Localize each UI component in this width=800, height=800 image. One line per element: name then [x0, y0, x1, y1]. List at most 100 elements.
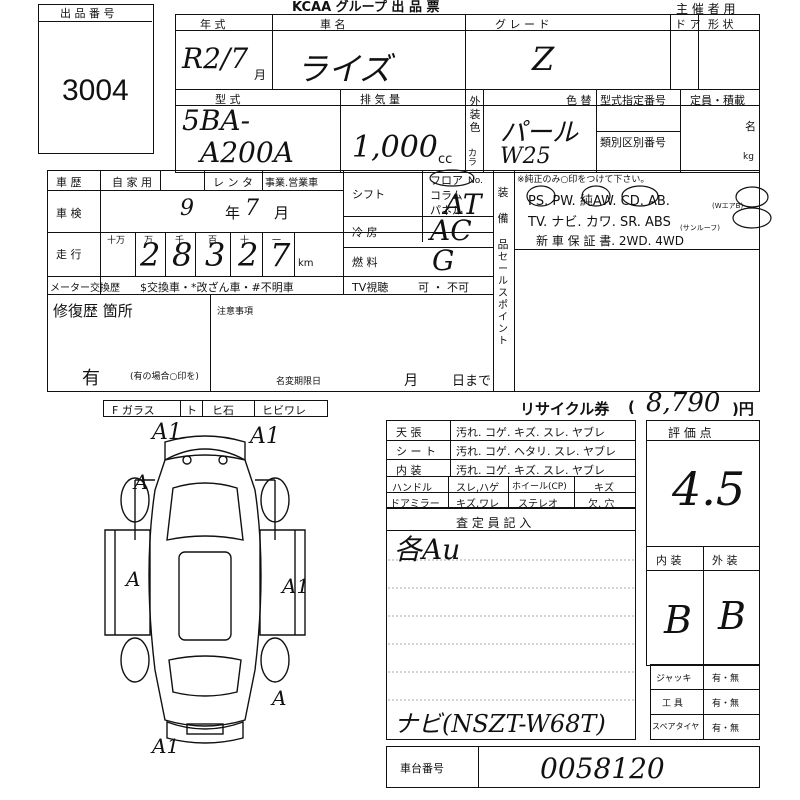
color-value: パール — [500, 118, 579, 148]
exterior-label: 外 装 — [712, 554, 738, 567]
damage-mark-2: A1 — [250, 424, 280, 449]
tool-label: 工 具 — [662, 699, 683, 709]
inspector-box — [386, 508, 636, 740]
color-code-label: カラーNo. — [468, 149, 483, 186]
door-label: ド ア — [675, 18, 701, 31]
equipment-label: 装備品 — [497, 186, 509, 251]
lot-number: 3004 — [62, 74, 129, 107]
inspector-lines — [388, 559, 634, 701]
glass-crack-label: ヒビワレ — [262, 404, 306, 417]
jack-label: ジャッキ — [656, 674, 692, 684]
inspection-month-unit: 月 — [274, 204, 290, 222]
wheel-label: ホイール(CP) — [512, 482, 567, 492]
inspector-note-1: 各Au — [394, 533, 461, 566]
damage-mark-5: A1 — [282, 574, 310, 598]
glass-box — [103, 400, 328, 417]
tv-value: 可 ・ 不可 — [418, 281, 469, 294]
grade-label: グ レ ー ド — [495, 18, 550, 31]
mileage-digit-1: 7 — [270, 236, 291, 274]
repair-value: 有 — [82, 368, 100, 389]
capacity-name-unit: 名 — [745, 120, 756, 133]
repair-note: (有の場合○印を) — [130, 372, 199, 382]
recycle-label: リサイクル券 — [520, 400, 610, 418]
header-org: KCAA グループ 出 品 票 — [292, 0, 440, 15]
f-glass-label: F ガラス — [112, 404, 155, 417]
name-label: 車 名 — [320, 18, 346, 31]
color-code-value: W25 — [500, 144, 551, 169]
mirror-text: キズ,ワレ — [456, 499, 500, 510]
inspection-month: 7 — [245, 196, 259, 221]
mileage-unit-10: 十 — [240, 236, 250, 246]
shape-label: 形 状 — [708, 18, 734, 31]
damage-mark-7: A1 — [152, 734, 180, 758]
cond-label-seat: シ ー ト — [396, 445, 436, 458]
score-label: 評 価 点 — [668, 426, 712, 440]
damage-mark-4: A — [126, 567, 141, 591]
cc-unit: cc — [438, 152, 453, 167]
model-value-1: 5BA- — [182, 104, 251, 137]
recycle-unit: )円 — [732, 400, 754, 418]
year-label: 年 式 — [200, 18, 226, 31]
score-value: 4.5 — [672, 462, 746, 516]
equipment-row1-small: (WエアB) — [712, 202, 744, 210]
accessory-box — [650, 664, 760, 740]
history-box — [47, 170, 760, 392]
shift-label: シフト — [352, 188, 385, 201]
equipment-row2: TV. ナビ. カワ. SR. ABS — [528, 215, 671, 230]
damage-mark-3: A — [134, 470, 149, 494]
exterior-color-label: 外装色 — [469, 95, 481, 134]
model-value-2: A200A — [200, 136, 294, 169]
cond-text-ceiling: 汚れ. コゲ. キズ. スレ. ヤブレ — [456, 426, 605, 439]
classification-label: 類別区別番号 — [600, 136, 666, 149]
name-change-day: 日まで — [452, 374, 492, 389]
mirror-label: ドアミラー — [390, 499, 440, 510]
inspection-year-unit: 年 — [225, 204, 241, 222]
name-value: ライズ — [296, 50, 392, 88]
mileage-unit-1: 一 — [272, 236, 282, 246]
private-label: 自 家 用 — [112, 176, 152, 189]
shift-value: AT — [444, 188, 482, 221]
year-value: R2/7 — [182, 42, 249, 75]
mileage-label: 走 行 — [56, 248, 82, 261]
model-label: 型 式 — [215, 93, 241, 106]
car-diagram — [104, 435, 306, 744]
rental-label: レ ン タ — [213, 176, 253, 189]
damage-mark-1: A1 — [152, 420, 182, 445]
lot-number-label: 出 品 番 号 — [60, 7, 115, 20]
chassis-label: 車台番号 — [400, 762, 444, 775]
caution-label: 注意事項 — [217, 307, 254, 317]
interior-label: 内 装 — [656, 554, 682, 567]
mileage-unit-10k: 万 — [144, 236, 154, 246]
mileage-unit-100k: 十万 — [107, 236, 126, 246]
glass-to-label: ト — [186, 404, 197, 417]
cond-text-interior: 汚れ. コゲ. キズ. スレ. ヤブレ — [456, 464, 605, 477]
type-approval-label: 型式指定番号 — [600, 94, 666, 107]
fuel-value: G — [432, 244, 455, 277]
equipment-note: ※純正のみ○印をつけて下さい。 — [517, 175, 650, 185]
chassis-value: 0058120 — [540, 752, 665, 785]
fuel-label: 燃 料 — [352, 256, 378, 269]
km-unit: km — [298, 258, 314, 269]
cond-label-interior: 内 装 — [396, 464, 422, 477]
organizer-label: 主 催 者 用 — [676, 2, 736, 16]
grade-value: Z — [532, 40, 555, 78]
ac-value: AC — [430, 214, 472, 247]
repair-label: 修復歴 箇所 — [53, 302, 133, 320]
panel-label: パネル — [430, 204, 463, 217]
inspection-label: 車 検 — [56, 207, 82, 220]
ac-label: 冷 房 — [352, 226, 378, 239]
exterior-score: B — [718, 594, 746, 638]
cond-text-seat: 汚れ. コゲ. ヘタリ. スレ. ヤブレ — [456, 445, 616, 458]
mileage-digit-100: 3 — [205, 236, 226, 274]
glass-stone-label: ヒ石 — [212, 404, 234, 417]
equipment-row3: 新 車 保 証 書. 2WD. 4WD — [536, 234, 684, 248]
tool-presence: 有・無 — [712, 699, 740, 709]
stereo-text: 欠, 穴 — [588, 499, 615, 510]
condition-table — [386, 420, 636, 508]
damage-mark-6: A — [272, 686, 287, 710]
business-label: 事業.営業車 — [265, 178, 319, 189]
recycle-value: 8,790 — [646, 388, 721, 418]
mileage-digit-10k: 2 — [140, 236, 161, 274]
inspection-year: 9 — [180, 196, 194, 221]
wheel-text: キズ — [594, 483, 614, 494]
